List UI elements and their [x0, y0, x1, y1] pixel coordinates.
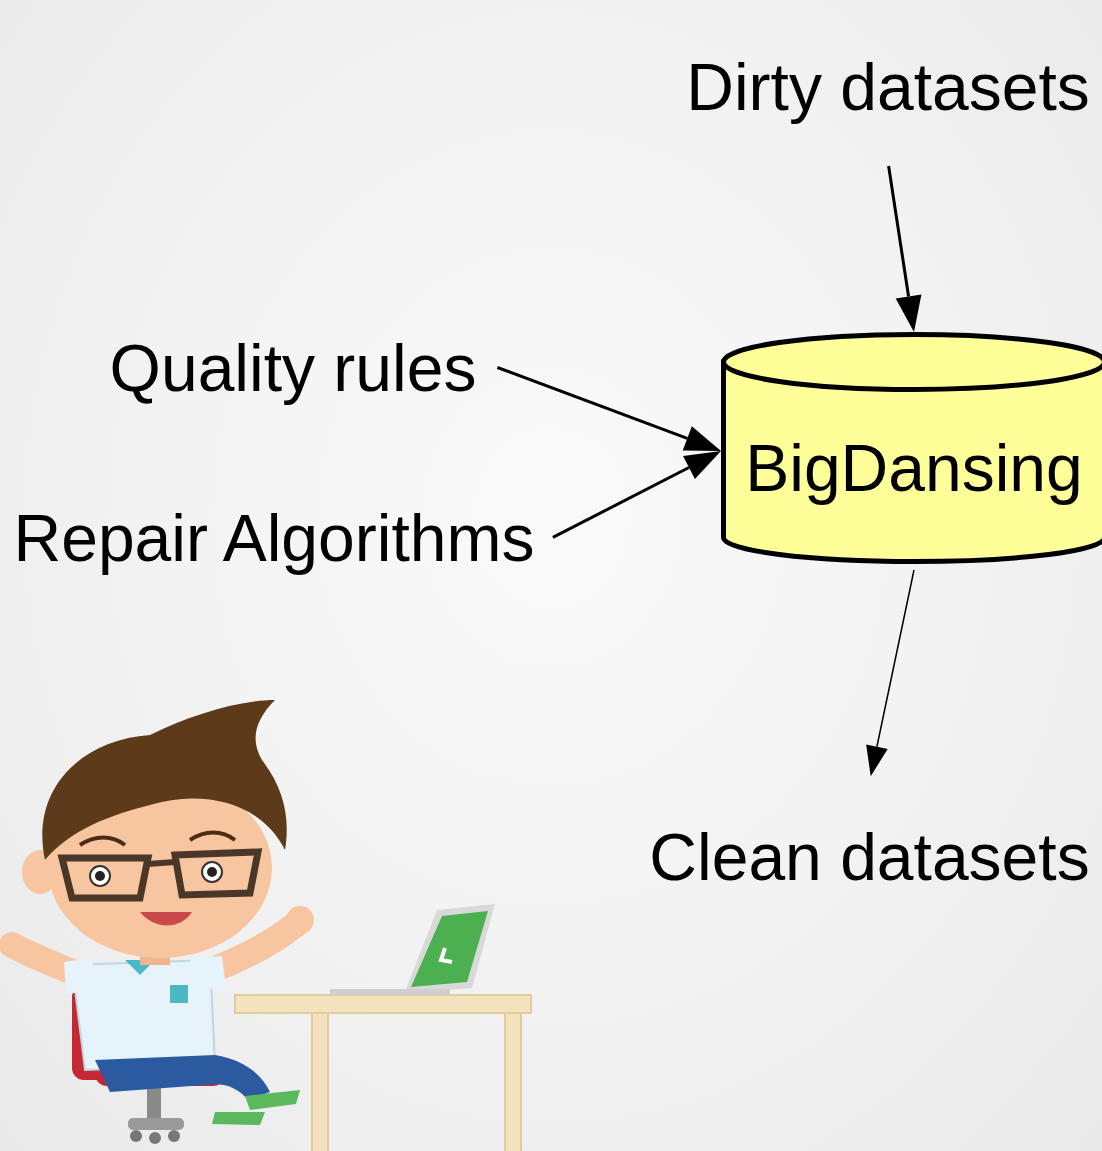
input-label: Dirty datasets [678, 12, 1098, 162]
input-label: Quality rules [98, 328, 488, 408]
node-text: Quality rules [110, 332, 477, 404]
desk [235, 995, 531, 1151]
input-label: Repair Algorithms [4, 498, 544, 578]
flow-arrow [866, 570, 914, 776]
output-label: Clean datasets [641, 782, 1098, 932]
flow-arrow [497, 367, 721, 451]
node-text: Clean datasets [649, 821, 1089, 893]
flow-arrow [553, 451, 721, 537]
node-text: BigDansing [745, 432, 1083, 504]
node-text: Dirty datasets [686, 51, 1089, 123]
laptop [330, 904, 495, 995]
node-text: Repair Algorithms [14, 502, 535, 574]
flow-arrow [889, 166, 922, 332]
person [12, 700, 314, 1125]
system-cylinder: BigDansing [721, 332, 1102, 570]
